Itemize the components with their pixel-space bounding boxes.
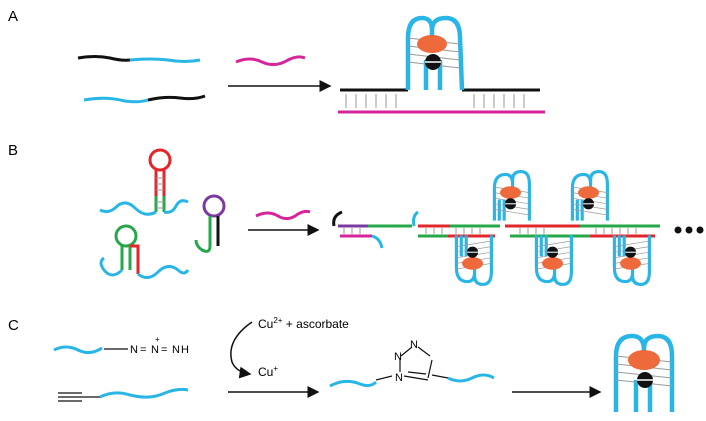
g-quadruplex-down-1: [454, 233, 493, 286]
alkyne-triple-bond: [58, 392, 82, 402]
reagent-cu1-charge: +: [273, 364, 278, 373]
reagent-cu2: Cu: [258, 317, 273, 331]
hairpin-3-loop: [202, 194, 226, 218]
hemin-icon-c: [628, 350, 660, 370]
product-c-left-strand: [329, 379, 378, 388]
panel-label-c: C: [8, 317, 19, 334]
azide-eq2: =: [161, 344, 167, 356]
reagent-ascorbate: + ascorbate: [282, 317, 349, 331]
g-quadruplex-strand-c: [613, 333, 675, 412]
split-strand-2-black: [147, 94, 206, 102]
azide-h: H: [181, 344, 189, 356]
panel-a: [77, 15, 545, 114]
product-a-basepairs: [345, 94, 525, 108]
hairpin-2-tail: [137, 265, 190, 279]
g-quadruplex-up-2: [570, 170, 609, 223]
g-quadruplex-down-3: [612, 233, 651, 286]
reagent-cu2-line: Cu2+ + ascorbate: [258, 316, 349, 331]
hairpin-2-loop: [114, 224, 138, 248]
alkyne-strand: [99, 387, 189, 399]
ellipsis-dot-1: [674, 226, 682, 234]
split-strand-1-black: [77, 55, 131, 62]
g-quadruplex-down-2: [534, 233, 573, 286]
panel-c: N = N + = N H Cu2+ + ascorbate Cu+: [53, 316, 675, 412]
azide-n3: N: [172, 344, 180, 356]
panel-label-a: A: [8, 8, 18, 25]
reagent-cu1-line: Cu+: [258, 364, 278, 379]
azide-strand: [53, 345, 103, 355]
hemin-icon: [417, 35, 447, 53]
triazole-n2: N: [394, 351, 402, 363]
g-quadruplex-up-1: [492, 170, 531, 223]
azide-plus: +: [155, 335, 160, 344]
azide-eq1: =: [140, 344, 146, 356]
target-strand: [235, 55, 306, 67]
reagent-cu1: Cu: [258, 365, 273, 379]
g-quadruplex-strand-a: [405, 15, 465, 91]
target-strand-b: [255, 209, 311, 221]
reagent-cu2-charge: 2+: [273, 316, 282, 325]
hairpin-1-tail: [99, 201, 157, 216]
triazole-n1: N: [395, 372, 403, 384]
split-strand-2-cyan: [83, 96, 149, 104]
azide-n2: N: [151, 344, 159, 356]
ellipsis-dot-3: [696, 226, 704, 234]
triazole-n3: N: [410, 339, 418, 351]
triazole-ring: [399, 346, 433, 381]
hairpin-1-loop: [148, 148, 172, 172]
azide-n1: N: [130, 344, 138, 356]
panel-label-b: B: [8, 142, 18, 159]
catalyst-arrow: [230, 321, 253, 379]
ellipsis-dot-2: [685, 226, 693, 234]
product-c-right-strand: [447, 373, 495, 383]
panel-b: [99, 148, 704, 286]
hcr-basepairs: [343, 228, 637, 234]
split-strand-1-cyan: [129, 57, 201, 63]
